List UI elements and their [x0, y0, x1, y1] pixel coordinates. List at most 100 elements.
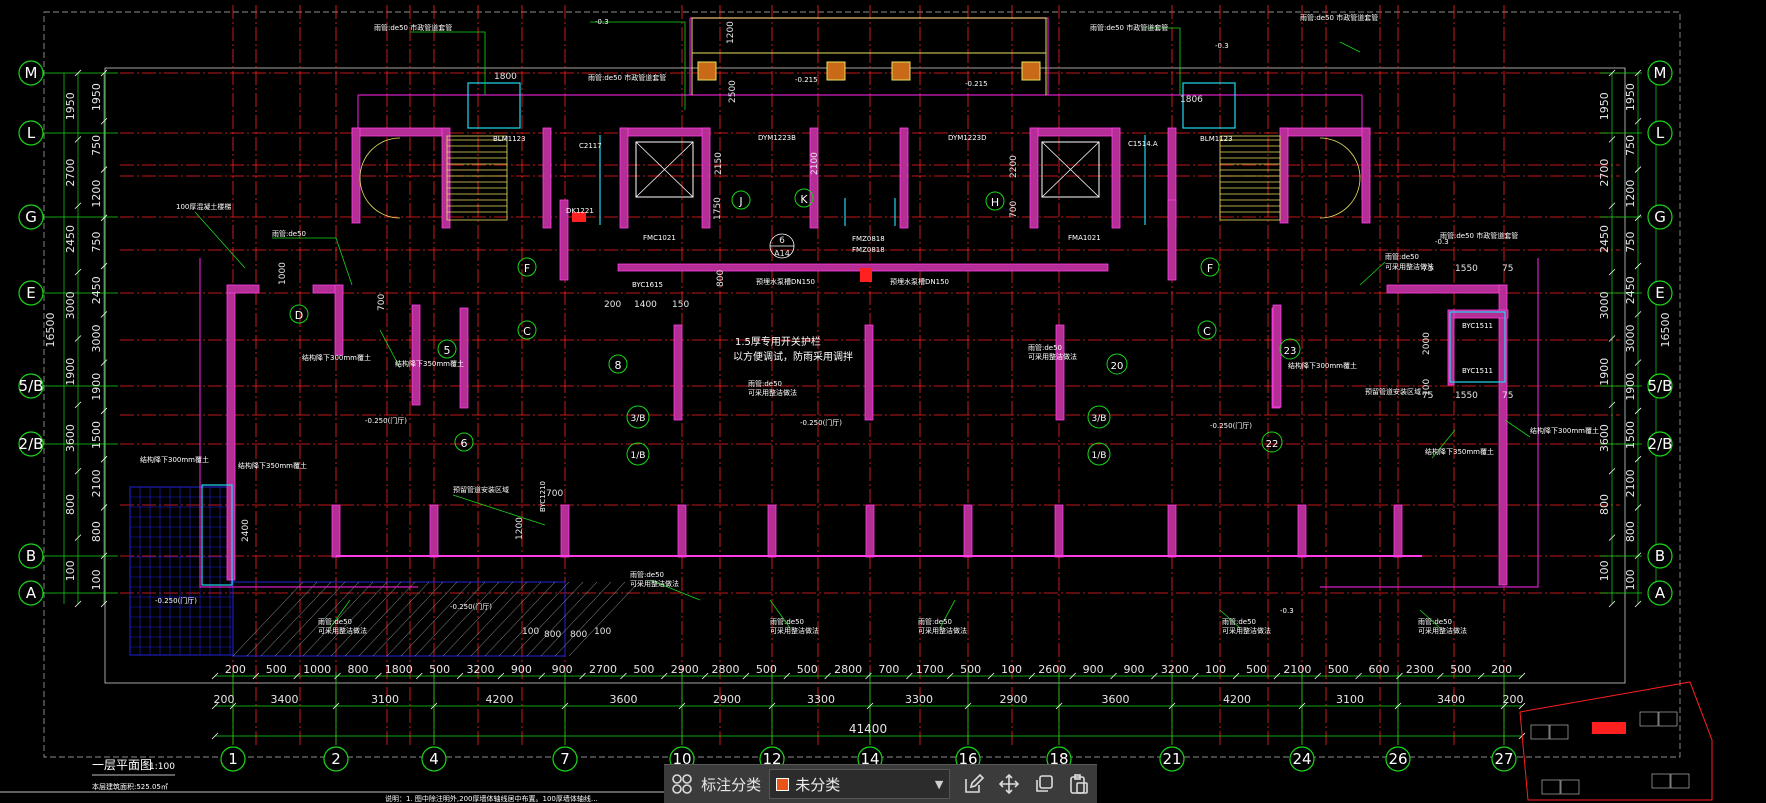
- dim-tick: [1168, 702, 1176, 710]
- svg-text:1/B: 1/B: [1092, 451, 1107, 461]
- svg-text:23: 23: [1284, 346, 1297, 357]
- dim-label: 2100: [1624, 469, 1637, 497]
- axis-bubble-row: [1647, 543, 1673, 569]
- dim-label: 3600: [1102, 693, 1130, 706]
- dim-tick: [1634, 311, 1642, 318]
- svg-text:-0.250(门厅): -0.250(门厅): [1210, 421, 1252, 430]
- column-stub: [1054, 504, 1064, 558]
- move-icon[interactable]: [991, 766, 1026, 802]
- overall-height-label-left: 16500: [44, 313, 57, 348]
- svg-text:-0.3: -0.3: [1435, 238, 1449, 246]
- paste-icon[interactable]: [1062, 766, 1097, 802]
- grid-mark-C-left: C: [517, 320, 537, 340]
- dim-tick: [1608, 335, 1616, 342]
- dim-label: 3200: [466, 663, 494, 676]
- svg-text:75: 75: [1422, 391, 1433, 401]
- svg-text:3/B: 3/B: [631, 414, 646, 424]
- dim-label: 900: [552, 663, 573, 676]
- dim-label: 500: [429, 663, 450, 676]
- dim-label: 900: [1083, 663, 1104, 676]
- dim-label: 750: [90, 231, 103, 252]
- dim-label: 2900: [671, 663, 699, 676]
- svg-text:结构降下350mm覆土: 结构降下350mm覆土: [238, 461, 307, 470]
- annotation-toolbar: 标注分类 未分类 ▼: [664, 764, 1097, 803]
- dim-label: 600: [1369, 663, 1390, 676]
- hatch-line: [400, 581, 472, 657]
- axis-bubble-row: [18, 431, 44, 457]
- svg-text:结构降下350mm覆土: 结构降下350mm覆土: [395, 359, 464, 368]
- dim-tick: [100, 600, 108, 608]
- svg-text:5: 5: [444, 344, 451, 357]
- annotation-category-select[interactable]: 未分类 ▼: [769, 769, 951, 799]
- dim-label: 3000: [1598, 291, 1611, 319]
- dim-tick: [1298, 702, 1306, 710]
- axis-bubble-label: L: [1656, 124, 1665, 142]
- leader-line: [769, 599, 791, 629]
- hatch-line: [274, 581, 346, 657]
- dim-tick: [1151, 672, 1158, 680]
- grid-tools-icon[interactable]: [664, 766, 699, 802]
- axis-bubble-label: 1: [228, 750, 238, 768]
- svg-text:22: 22: [1266, 439, 1279, 450]
- svg-text:800: 800: [570, 630, 587, 640]
- copy-icon[interactable]: [1027, 766, 1062, 802]
- grid-mark-5: 5: [437, 339, 457, 359]
- leader-line: [590, 21, 686, 110]
- leader-line: [939, 599, 956, 629]
- dim-label: 3600: [1598, 424, 1611, 452]
- dim-label: 1200: [1624, 180, 1637, 208]
- axis-bubble-label: 2/B: [19, 435, 44, 453]
- dim-tick: [1634, 117, 1642, 125]
- dim-label: 3100: [371, 693, 399, 706]
- svg-text:BLM1123: BLM1123: [493, 135, 526, 143]
- hatch-line: [540, 581, 612, 657]
- dim-tick: [660, 672, 668, 680]
- axis-bubble-label: B: [1655, 547, 1665, 565]
- dim-tick: [1437, 672, 1444, 680]
- dim-label: 100: [1001, 663, 1022, 676]
- svg-text:可采用整洁做法: 可采用整洁做法: [630, 579, 679, 588]
- svg-text:预留管道安装区域: 预留管道安装区域: [453, 485, 509, 494]
- axis-bubble-col: [1159, 746, 1185, 772]
- svg-text:2400: 2400: [241, 519, 251, 542]
- edit-icon[interactable]: [956, 766, 991, 802]
- svg-text:DYM1223B: DYM1223B: [758, 134, 796, 142]
- svg-text:DK1221: DK1221: [566, 207, 594, 215]
- dim-label: 800: [1624, 521, 1637, 542]
- dim-tick: [100, 455, 108, 463]
- dim-label: 1950: [90, 83, 103, 111]
- dim-label: 1500: [1624, 421, 1637, 449]
- structural-walls: [226, 127, 1509, 586]
- dim-label: 2450: [1598, 225, 1611, 253]
- axis-bubble-row: [1647, 120, 1673, 146]
- dim-tick: [742, 672, 750, 680]
- svg-text:75: 75: [1422, 264, 1433, 274]
- svg-text:2150: 2150: [714, 152, 724, 175]
- dim-tick: [497, 672, 505, 680]
- hatch-line: [386, 581, 458, 657]
- dim-tick: [74, 401, 82, 409]
- axis-bubble-row: [18, 204, 44, 230]
- dim-tick: [100, 359, 108, 366]
- axis-bubble-label: L: [27, 124, 36, 142]
- dim-label: 100: [1598, 560, 1611, 581]
- dim-label: 2900: [713, 693, 741, 706]
- hatch-line: [442, 581, 514, 657]
- svg-text:雨管:de50: 雨管:de50: [1385, 252, 1419, 261]
- column-stub: [963, 504, 973, 558]
- axis-bubble-row: [18, 120, 44, 146]
- dim-label: 2800: [712, 663, 740, 676]
- axis-bubble-row: [18, 543, 44, 569]
- green-axis-grid: [42, 72, 1642, 745]
- leader-line: [649, 579, 701, 601]
- dim-label: 500: [1328, 663, 1349, 676]
- svg-text:1.5厚专用开关护栏: 1.5厚专用开关护栏: [735, 335, 821, 348]
- column-stub: [767, 504, 777, 558]
- svg-text:D: D: [295, 309, 303, 322]
- column-stub: [429, 504, 439, 558]
- hatch-line: [554, 581, 626, 657]
- dim-tick: [964, 702, 972, 710]
- dim-label: 3400: [1437, 693, 1465, 706]
- overall-width-label: 41400: [849, 722, 887, 736]
